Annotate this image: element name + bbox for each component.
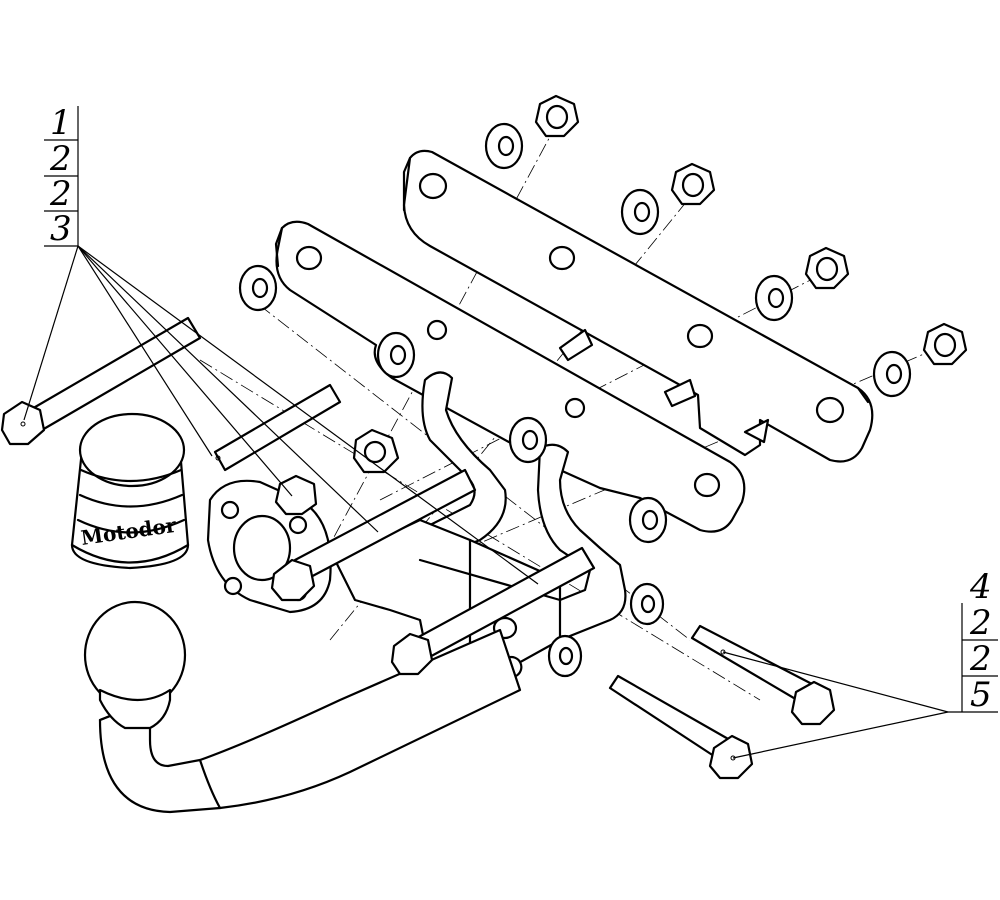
washer [620,188,660,236]
washer [376,331,416,379]
bolts-short [608,624,836,780]
bolt [390,546,596,676]
callout-label: 4 [969,567,992,607]
leader-lines [23,245,539,585]
lower-mounting-plate [274,220,746,533]
callout-bottom-right: 4 2 2 5 [722,567,998,759]
ball-cap: Motodor [70,412,190,570]
hex-nut [274,474,318,516]
callout-label: 2 [49,139,72,179]
leader-lines [722,651,949,759]
bolts-long [0,316,596,676]
washer [629,582,665,626]
bolt [608,674,754,780]
tow-ball [83,600,187,730]
washer [754,274,794,322]
callout-label: 2 [49,174,72,214]
callout-label: 3 [50,209,72,249]
hex-nut [352,428,400,474]
washer [872,350,912,398]
washer [547,634,583,678]
washer [628,496,668,544]
hex-nut [534,94,580,138]
callout-label: 1 [50,103,72,143]
callout-top-left: 1 2 2 3 [23,103,539,585]
washer [484,122,524,170]
bolt [213,383,342,472]
washer [238,264,278,312]
bolt [0,316,202,446]
bolt [270,468,477,602]
hex-nut [670,162,716,206]
washer [508,416,548,464]
hex-nuts [274,94,968,516]
callout-label: 2 [969,639,992,679]
callout-label: 5 [970,675,992,715]
hex-nut [922,322,968,366]
upper-mounting-plate [402,149,874,463]
bolt [690,624,836,726]
callout-label: 2 [969,603,992,643]
washers [238,122,912,678]
hex-nut [804,246,850,290]
